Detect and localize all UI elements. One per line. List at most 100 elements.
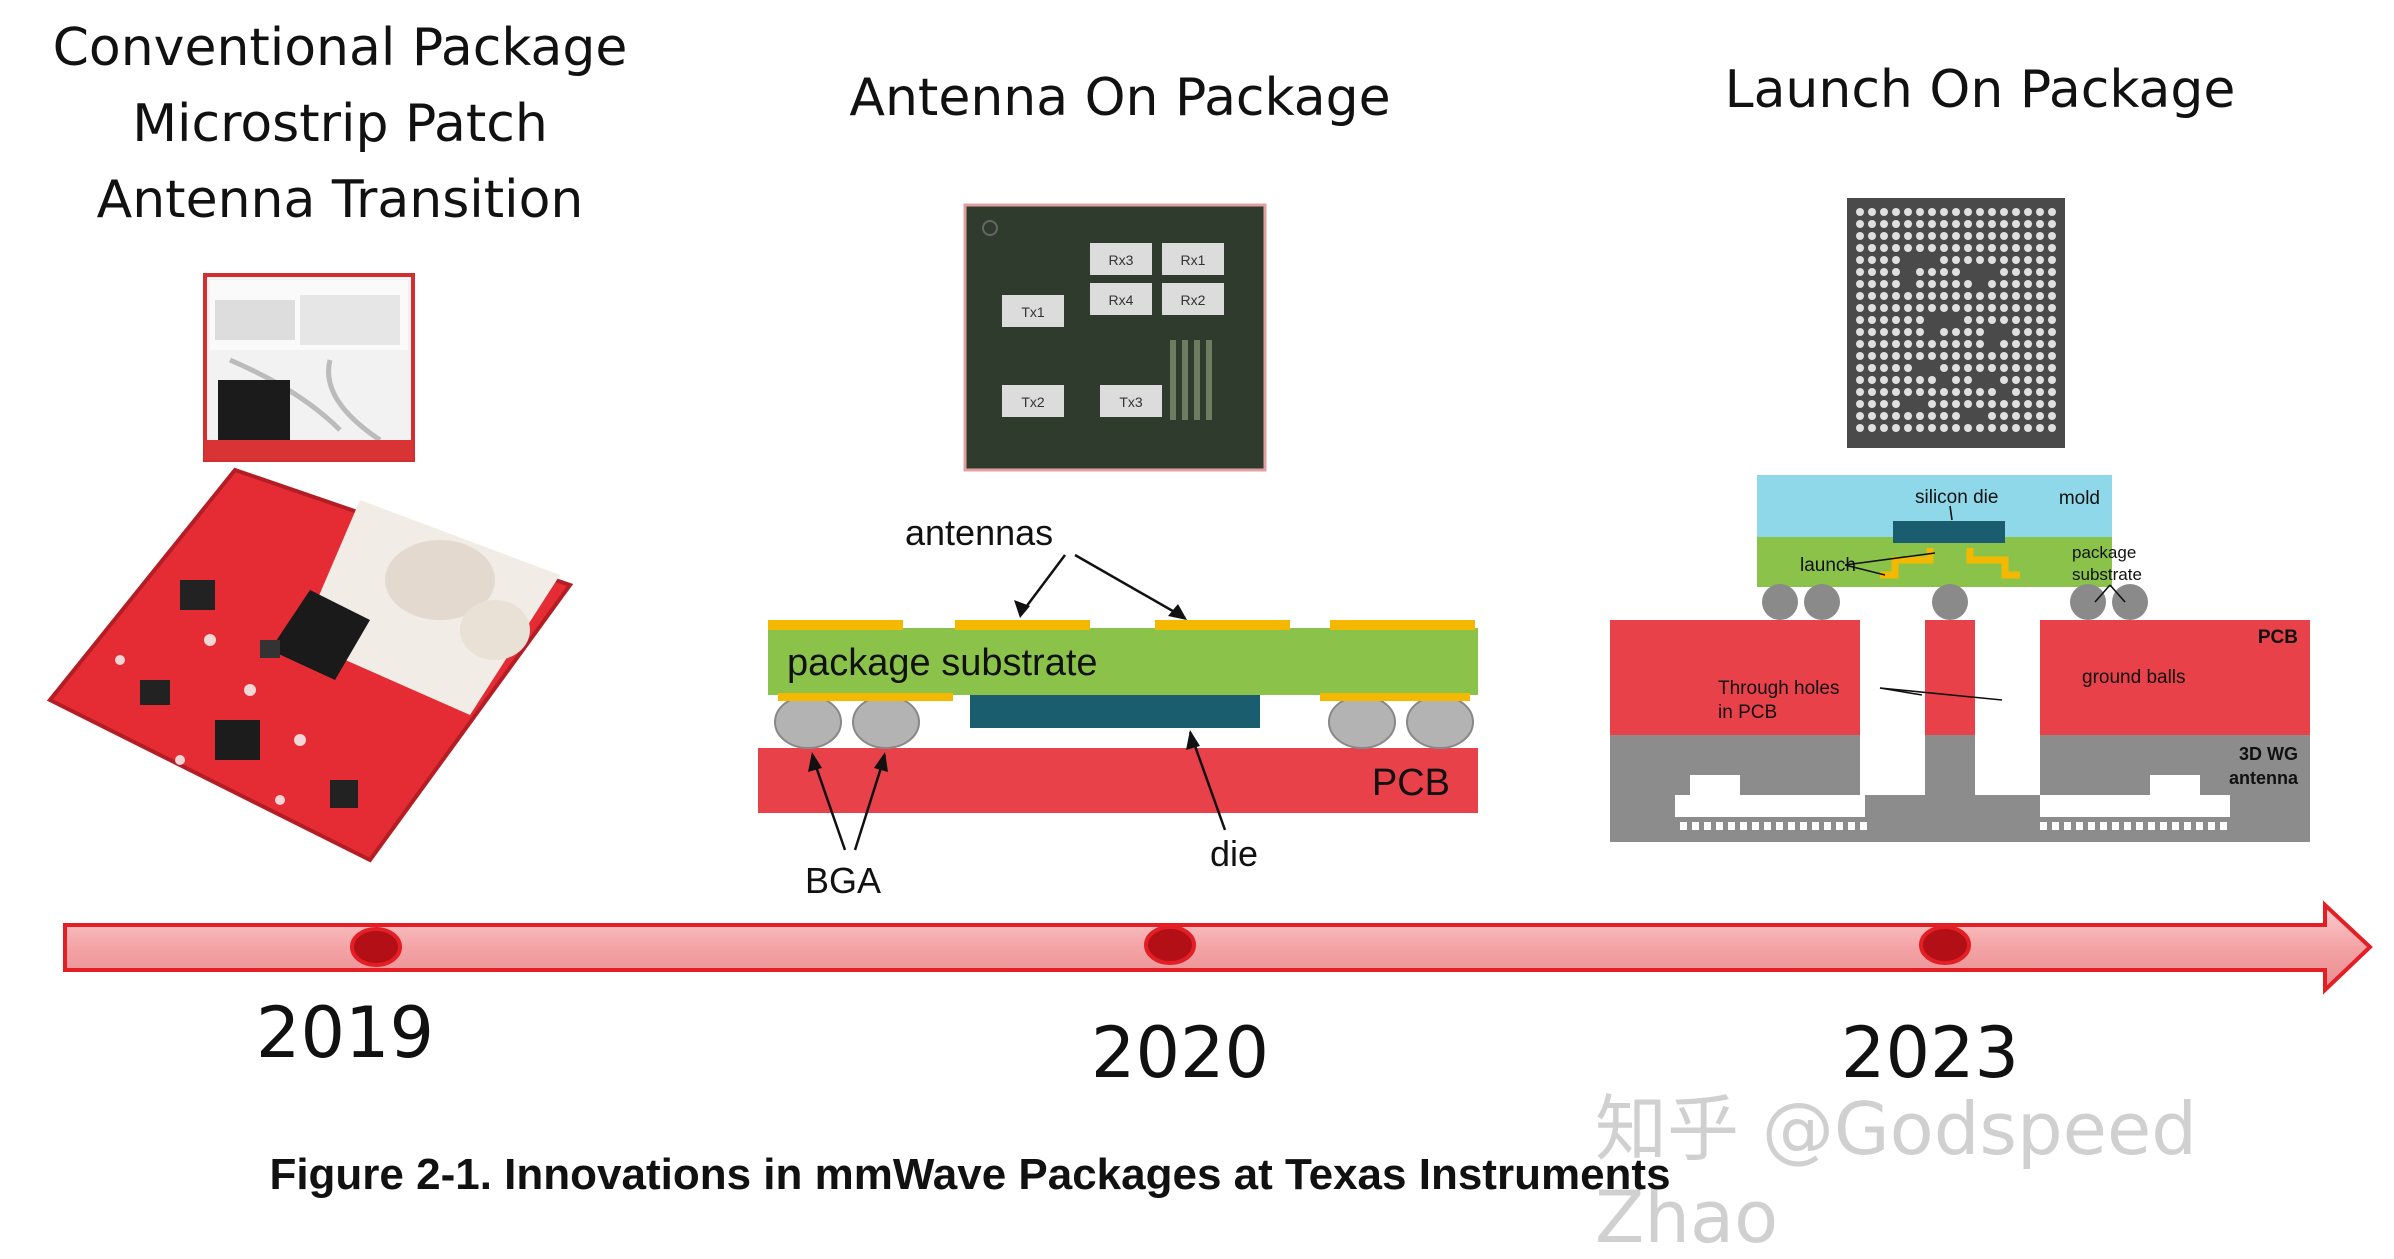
package-ball xyxy=(1880,304,1888,312)
package-ball xyxy=(1880,256,1888,264)
package-ball xyxy=(2000,304,2008,312)
package-ball xyxy=(1940,256,1948,264)
package-ball xyxy=(1976,304,1984,312)
package-ball xyxy=(1904,376,1912,384)
waveguide-slot xyxy=(1764,822,1771,830)
chip-label-tx2: Tx2 xyxy=(1021,394,1045,410)
package-ball xyxy=(2036,340,2044,348)
package-ball xyxy=(1868,280,1876,288)
package-ball xyxy=(1952,376,1960,384)
lop-label-wg: 3D WG xyxy=(2239,744,2298,764)
package-ball xyxy=(2048,208,2056,216)
package-ball xyxy=(2012,376,2020,384)
package-ball xyxy=(1880,316,1888,324)
package-ball xyxy=(1856,376,1864,384)
package-ball xyxy=(2036,328,2044,336)
aop-chip-photo: Rx3 Rx1 Rx4 Rx2 Tx1 Tx2 Tx3 xyxy=(963,203,1267,472)
package-ball xyxy=(2000,256,2008,264)
package-ball xyxy=(1880,376,1888,384)
package-ball xyxy=(1892,388,1900,396)
aop-antenna-patch xyxy=(1155,620,1290,630)
package-ball xyxy=(1940,364,1948,372)
package-ball xyxy=(1904,316,1912,324)
package-ball xyxy=(1940,244,1948,252)
package-ball xyxy=(1880,268,1888,276)
package-ball xyxy=(1892,424,1900,432)
package-ball xyxy=(1940,220,1948,228)
waveguide-slot xyxy=(2160,822,2167,830)
year-2023: 2023 xyxy=(1840,1012,2020,1094)
package-ball xyxy=(1976,340,1984,348)
package-ball xyxy=(2048,280,2056,288)
package-ball xyxy=(2024,280,2032,288)
package-ball xyxy=(1856,400,1864,408)
package-ball xyxy=(2048,364,2056,372)
package-ball xyxy=(1988,208,1996,216)
package-ball xyxy=(1976,208,1984,216)
waveguide-slot xyxy=(2220,822,2227,830)
package-ball xyxy=(1916,232,1924,240)
chip-label-rx2: Rx2 xyxy=(1181,292,1206,308)
package-ball xyxy=(1928,352,1936,360)
package-ball xyxy=(1856,424,1864,432)
lop-launch xyxy=(1880,548,2020,579)
lop-label-silicon-die: silicon die xyxy=(1915,487,1998,508)
package-ball xyxy=(1940,412,1948,420)
waveguide-slot xyxy=(2112,822,2119,830)
package-ball xyxy=(1916,412,1924,420)
year-2020: 2020 xyxy=(1090,1012,1270,1094)
package-ball xyxy=(2012,256,2020,264)
package-ball xyxy=(2000,292,2008,300)
package-ball xyxy=(1892,208,1900,216)
lop-package-substrate xyxy=(1757,537,2112,587)
package-ball xyxy=(1988,388,1996,396)
package-ball xyxy=(1952,400,1960,408)
package-ball xyxy=(2024,268,2032,276)
waveguide-slot xyxy=(1860,822,1867,830)
package-ball xyxy=(1940,292,1948,300)
ground-ball xyxy=(1762,584,1798,620)
package-ball xyxy=(1916,328,1924,336)
package-ball xyxy=(1868,304,1876,312)
package-ball xyxy=(1916,280,1924,288)
package-ball xyxy=(1892,412,1900,420)
package-ball xyxy=(2000,412,2008,420)
package-ball xyxy=(1916,424,1924,432)
package-ball xyxy=(2024,352,2032,360)
package-ball xyxy=(1892,232,1900,240)
package-ball xyxy=(1964,256,1972,264)
waveguide-slot xyxy=(2088,822,2095,830)
package-ball xyxy=(1952,304,1960,312)
lop-label-package: package xyxy=(2072,543,2136,562)
package-ball xyxy=(1976,316,1984,324)
package-ball xyxy=(1988,352,1996,360)
package-ball xyxy=(1868,316,1876,324)
package-ball xyxy=(1856,304,1864,312)
package-ball xyxy=(1940,340,1948,348)
package-ball xyxy=(1880,292,1888,300)
package-ball xyxy=(1892,376,1900,384)
package-ball xyxy=(2000,208,2008,216)
package-ball xyxy=(2036,412,2044,420)
package-ball xyxy=(1856,352,1864,360)
package-ball xyxy=(2000,364,2008,372)
aop-label-antennas: antennas xyxy=(905,512,1053,553)
package-ball xyxy=(2012,328,2020,336)
package-ball xyxy=(2000,232,2008,240)
package-ball xyxy=(1928,244,1936,252)
package-ball xyxy=(1904,244,1912,252)
chip-label-tx3: Tx3 xyxy=(1119,394,1143,410)
package-ball xyxy=(1988,400,1996,408)
package-ball xyxy=(1940,400,1948,408)
package-ball xyxy=(1964,388,1972,396)
package-ball xyxy=(1952,280,1960,288)
package-ball xyxy=(1964,292,1972,300)
package-ball xyxy=(1856,208,1864,216)
package-ball xyxy=(1952,424,1960,432)
package-ball xyxy=(2012,208,2020,216)
lop-label-pcb: PCB xyxy=(2258,627,2298,648)
waveguide-slot xyxy=(2040,822,2047,830)
waveguide-slot xyxy=(2184,822,2191,830)
package-ball xyxy=(1856,256,1864,264)
package-ball xyxy=(1856,328,1864,336)
